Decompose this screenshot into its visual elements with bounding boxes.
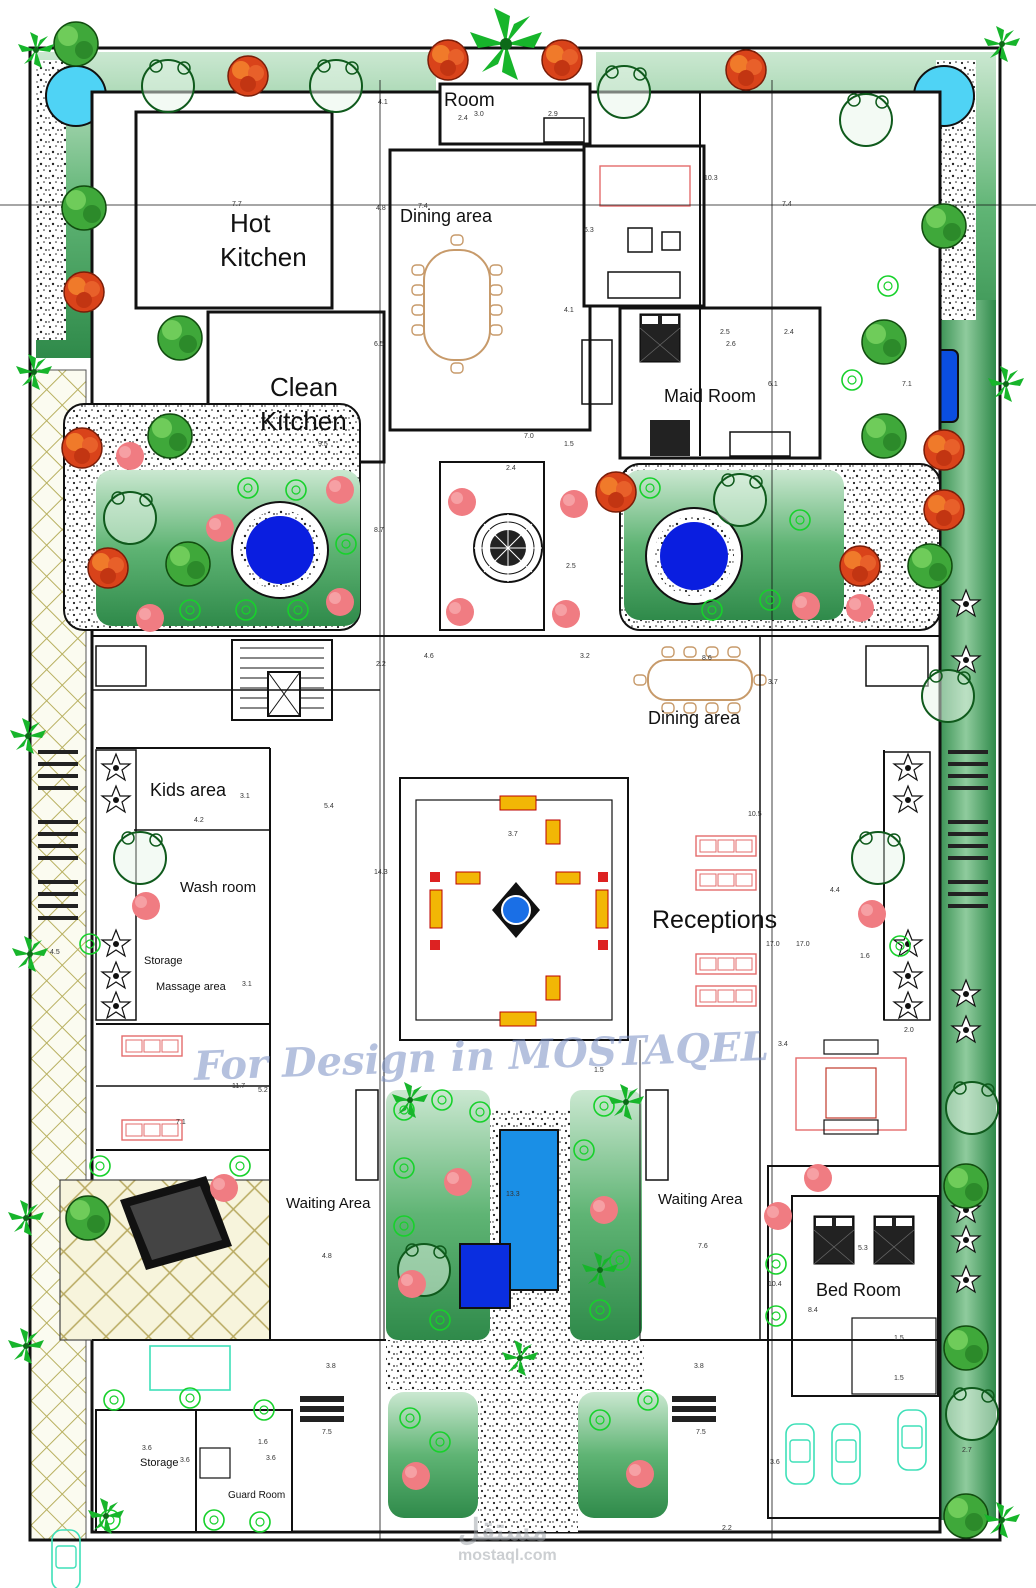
dim-label: 1.5 xyxy=(894,1375,904,1382)
bedroom-block xyxy=(767,1165,941,1519)
watermark-brand-arabic: مستقل xyxy=(458,1514,548,1547)
upper-furniture xyxy=(543,117,791,457)
dim-label: 2.9 xyxy=(548,111,558,118)
dim-label: 5.3 xyxy=(858,1245,868,1252)
label-dining-area-mid: Dining area xyxy=(648,708,741,728)
dim-label: 3.8 xyxy=(694,1363,704,1370)
label-dining-area-top: Dining area xyxy=(400,206,493,226)
dim-label: 2.7 xyxy=(962,1447,972,1454)
dim-label: 4.1 xyxy=(564,307,574,314)
label-storage-small: Storage xyxy=(144,955,183,967)
central-majlis xyxy=(399,777,629,1041)
dim-label: 7.7 xyxy=(232,201,242,208)
dim-label: 4.8 xyxy=(322,1253,332,1260)
label-hot-kitchen: Hot xyxy=(230,208,271,238)
label-receptions: Receptions xyxy=(652,906,777,934)
label-massage-area: Massage area xyxy=(156,981,227,993)
dim-label: 10.4 xyxy=(768,1281,782,1288)
dim-label: 3.6 xyxy=(180,1457,190,1464)
dim-label: 7.1 xyxy=(902,381,912,388)
side-grilles xyxy=(38,750,988,920)
dim-label: 8.7 xyxy=(374,527,384,534)
dim-label: 2.4 xyxy=(458,115,468,122)
dim-label: 10.5 xyxy=(748,811,762,818)
dim-label: 4.2 xyxy=(194,817,204,824)
reception-furniture xyxy=(121,835,907,1141)
dim-label: 7.1 xyxy=(176,1119,186,1126)
dim-label: 1.5 xyxy=(894,1335,904,1342)
dim-label: 4.4 xyxy=(830,887,840,894)
dim-label: 2.5 xyxy=(566,563,576,570)
left-stair xyxy=(231,639,333,721)
dim-label: 5.4 xyxy=(324,803,334,810)
dim-label: 7.5 xyxy=(696,1429,706,1436)
dim-label: 4.6 xyxy=(424,653,434,660)
label-clean-kitchen: Kitchen xyxy=(260,406,347,436)
dim-label: 5.2 xyxy=(258,1087,268,1094)
dim-label: 4.8 xyxy=(376,205,386,212)
label-kids-area: Kids area xyxy=(150,780,227,800)
dim-label: 3.7 xyxy=(768,679,778,686)
label-waiting-area-right: Waiting Area xyxy=(658,1191,743,1208)
room-labels: Room Hot Kitchen Dining area Clean Kitch… xyxy=(140,90,901,1501)
label-storage-bottom: Storage xyxy=(140,1457,179,1469)
dim-label: 3.4 xyxy=(778,1041,788,1048)
label-bed-room: Bed Room xyxy=(816,1280,901,1300)
dimension-labels: 2.4 3.0 2.9 4.1 10.3 7.4 7.7 4.8 7.4 6.3… xyxy=(50,99,972,1532)
watermark-brand-site: mostaql.com xyxy=(458,1547,557,1564)
label-waiting-area-left: Waiting Area xyxy=(286,1195,371,1212)
dim-label: 7.6 xyxy=(698,1243,708,1250)
label-hot-kitchen: Kitchen xyxy=(220,242,307,272)
dim-label: 2.2 xyxy=(722,1525,732,1532)
dim-label: 10.3 xyxy=(704,175,718,182)
dim-label: 3.1 xyxy=(242,981,252,988)
dim-label: 7.4 xyxy=(418,203,428,210)
dim-label: 7.4 xyxy=(782,201,792,208)
dim-label: 3.1 xyxy=(240,793,250,800)
label-room: Room xyxy=(444,90,495,111)
dim-label: 1.5 xyxy=(564,441,574,448)
dim-label: 4.1 xyxy=(378,99,388,106)
dim-label: 2.4 xyxy=(506,465,516,472)
dim-label: 9.5 xyxy=(318,441,328,448)
dim-label: 3.2 xyxy=(580,653,590,660)
dim-label: 17.0 xyxy=(766,941,780,948)
label-clean-kitchen: Clean xyxy=(270,372,338,402)
label-maid-room: Maid Room xyxy=(664,386,756,406)
dim-label: 3.8 xyxy=(326,1363,336,1370)
dim-label: 3.6 xyxy=(266,1455,276,1462)
dining-tables xyxy=(411,234,767,714)
dim-label: 6.3 xyxy=(584,227,594,234)
dim-label: 2.6 xyxy=(726,341,736,348)
dim-label: 2.4 xyxy=(784,329,794,336)
dim-label: 1.5 xyxy=(594,1067,604,1074)
label-wash-room: Wash room xyxy=(180,879,256,896)
dim-label: 7.5 xyxy=(322,1429,332,1436)
dim-label: 3.6 xyxy=(770,1459,780,1466)
dim-label: 8.4 xyxy=(808,1307,818,1314)
dim-label: 6.1 xyxy=(768,381,778,388)
dim-label: 3.6 xyxy=(142,1445,152,1452)
dim-label: 3.7 xyxy=(508,831,518,838)
interior-walls xyxy=(0,80,1036,1540)
dim-label: 17.0 xyxy=(796,941,810,948)
dim-label: 1.6 xyxy=(258,1439,268,1446)
dim-label: 13.3 xyxy=(506,1191,520,1198)
dim-label: 2.5 xyxy=(720,329,730,336)
dim-label: 4.5 xyxy=(50,949,60,956)
dim-label: 7.0 xyxy=(524,433,534,440)
label-guard-room: Guard Room xyxy=(228,1490,285,1501)
courtyard-right xyxy=(619,463,941,631)
dim-label: 2.0 xyxy=(904,1027,914,1034)
dim-label: 1.6 xyxy=(860,953,870,960)
dim-label: 3.0 xyxy=(474,111,484,118)
dim-label: 6.5 xyxy=(374,341,384,348)
dim-label: 11.7 xyxy=(232,1083,245,1090)
dim-label: 2.2 xyxy=(376,661,386,668)
dim-label: 14.3 xyxy=(374,869,388,876)
dim-label: 8.6 xyxy=(702,655,712,662)
